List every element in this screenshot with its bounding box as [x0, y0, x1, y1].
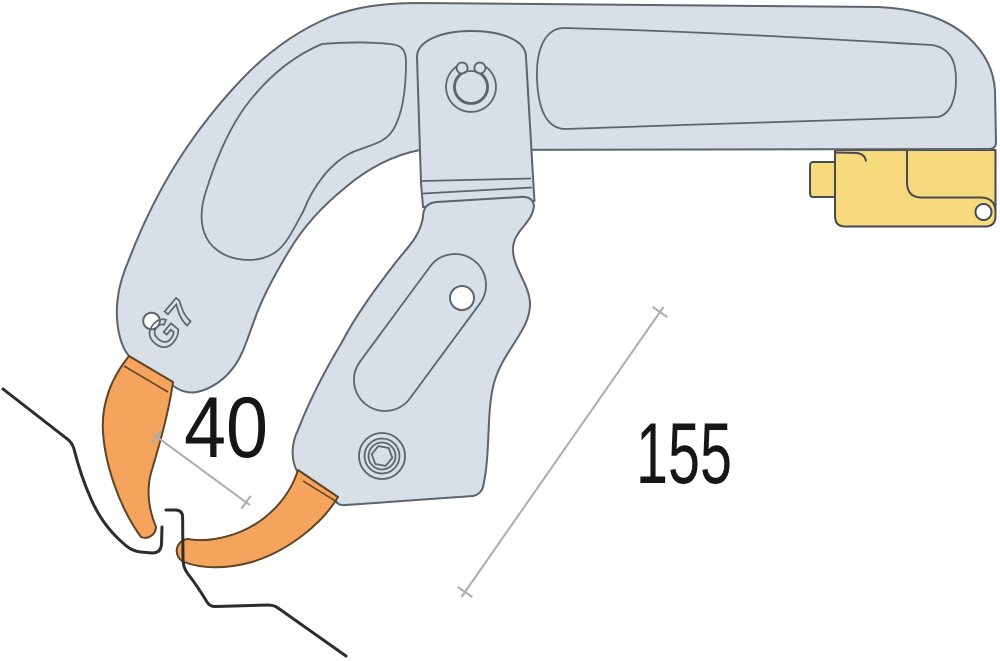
lower-arm-pocket-hole [449, 285, 475, 311]
mounting-block-hole [974, 203, 993, 221]
upper-electrode [101, 355, 174, 539]
dimension-gap-tick-end [240, 495, 252, 510]
dimension-reach-tick-start [652, 306, 668, 318]
mounting-block-tab [809, 161, 837, 198]
dimension-gap-label: 40 [184, 380, 268, 476]
mounting-block-group [809, 149, 997, 228]
electrodes-group [101, 355, 339, 569]
bolt-hex-socket [370, 445, 394, 467]
pivot-link [416, 30, 536, 208]
arm-lightening-slot-outline [200, 41, 407, 261]
bolt-inner-ring [367, 441, 397, 471]
bolt-outer-ring [358, 432, 406, 480]
bolt-middle-ring [363, 437, 401, 475]
dimension-reach-line [460, 306, 665, 598]
sheet-metal-profile [1, 387, 348, 658]
sheet-metal-upper-panel [1, 387, 164, 555]
hex-socket-bolt [358, 432, 406, 480]
sheet-metal-lower-panel [164, 508, 348, 658]
link-joint-line-upper [421, 177, 532, 182]
dimension-electrode-gap: 40 [151, 380, 268, 510]
lower-arm-pocket-outline [353, 253, 487, 412]
body-marking-hole [142, 311, 161, 331]
mounting-block-ledge-line [906, 150, 997, 212]
beam-slot-outline [536, 27, 957, 130]
dimension-gap-tick-start [151, 429, 163, 444]
upper-arm [115, 2, 997, 394]
dimension-gap-line [152, 432, 251, 507]
lower-electrode [175, 469, 339, 569]
tool-body-group [115, 2, 997, 507]
upper-electrode-clamp-line [123, 365, 169, 393]
pivot-pin [454, 70, 488, 104]
dimension-reach-label: 155 [636, 406, 732, 502]
dimension-reach-tick-end [457, 586, 473, 598]
mounting-block [834, 149, 997, 228]
lower-arm [291, 195, 535, 507]
dimension-arm-reach: 155 [457, 306, 732, 598]
lower-electrode-clamp-line [302, 480, 338, 503]
link-joint-line-lower [422, 186, 533, 195]
mounting-block-step-line [835, 151, 867, 162]
